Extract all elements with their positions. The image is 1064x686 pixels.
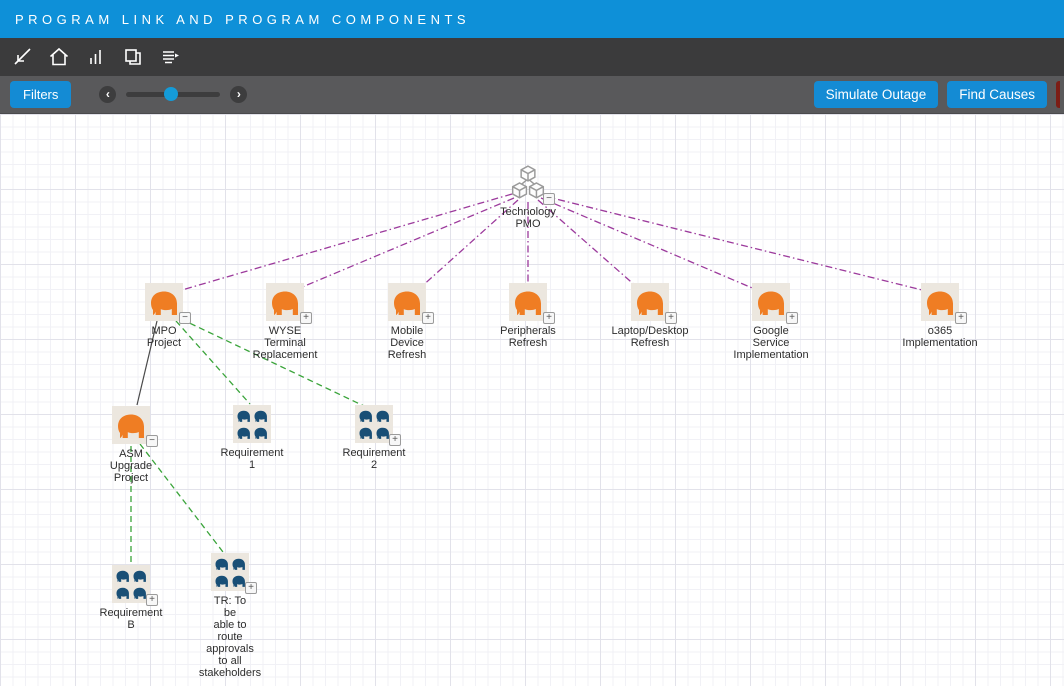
requirements-group-icon — [237, 410, 267, 439]
find-causes-button[interactable]: Find Causes — [947, 81, 1047, 108]
filters-button[interactable]: Filters — [10, 81, 72, 108]
node-icon[interactable] — [752, 283, 790, 321]
project-elephant-icon — [637, 291, 663, 315]
node-icon[interactable] — [921, 283, 959, 321]
zoom-slider[interactable] — [126, 87, 221, 101]
controls-bar: Filters ‹ › Simulate Outage Find Causes — [0, 76, 1064, 114]
node-icon[interactable] — [112, 406, 150, 444]
node-icon[interactable] — [631, 283, 669, 321]
zoom-in-button[interactable]: › — [230, 86, 248, 103]
node-icon[interactable] — [233, 405, 271, 443]
simulate-outage-button[interactable]: Simulate Outage — [813, 81, 939, 108]
requirements-group-icon — [359, 410, 389, 439]
expand-node-button[interactable]: + — [955, 312, 967, 324]
export-list-button[interactable] — [156, 43, 184, 71]
collapse-node-button[interactable]: − — [146, 435, 158, 447]
node-icon[interactable] — [145, 283, 183, 321]
expand-node-button[interactable]: + — [389, 434, 401, 446]
project-elephant-icon — [272, 291, 298, 315]
bar-chart-icon — [90, 50, 101, 64]
page-header: PROGRAM LINK AND PROGRAM COMPONENTS — [0, 0, 1064, 38]
fit-to-view-icon — [14, 48, 31, 65]
collapse-node-button[interactable]: − — [543, 193, 555, 205]
collapse-node-button[interactable]: − — [179, 312, 191, 324]
node-icon[interactable] — [112, 565, 150, 603]
node-icon[interactable] — [509, 283, 547, 321]
export-list-icon — [163, 51, 179, 64]
expand-node-button[interactable]: + — [146, 594, 158, 606]
requirements-group-icon — [116, 570, 146, 599]
expand-node-button[interactable]: + — [786, 312, 798, 324]
node-icon[interactable] — [266, 283, 304, 321]
project-elephant-icon — [151, 291, 177, 315]
requirements-group-icon — [215, 558, 245, 587]
expand-node-button[interactable]: + — [665, 312, 677, 324]
project-elephant-icon — [758, 291, 784, 315]
expand-node-button[interactable]: + — [543, 312, 555, 324]
node-icon[interactable] — [509, 164, 547, 202]
controls-right-group: Simulate Outage Find Causes — [813, 81, 1064, 108]
home-button[interactable] — [45, 43, 73, 71]
fit-to-view-button[interactable] — [8, 43, 36, 71]
zoom-out-button[interactable]: ‹ — [99, 86, 117, 103]
page-title: PROGRAM LINK AND PROGRAM COMPONENTS — [15, 11, 471, 27]
project-elephant-icon — [927, 291, 953, 315]
icon-toolbar — [0, 38, 1064, 76]
node-icon[interactable] — [211, 553, 249, 591]
copy-icon — [125, 49, 141, 65]
expand-node-button[interactable]: + — [422, 312, 434, 324]
project-elephant-icon — [394, 291, 420, 315]
program-cubes-icon — [511, 165, 545, 199]
chart-button[interactable] — [82, 43, 110, 71]
node-icon[interactable] — [355, 405, 393, 443]
copy-button[interactable] — [119, 43, 147, 71]
expand-node-button[interactable]: + — [245, 582, 257, 594]
project-elephant-icon — [515, 291, 541, 315]
edge-program — [181, 193, 513, 291]
clipped-button-edge[interactable] — [1056, 81, 1060, 108]
expand-node-button[interactable]: + — [300, 312, 312, 324]
edge-program — [543, 195, 923, 291]
zoom-slider-knob[interactable] — [164, 87, 179, 101]
node-icon[interactable] — [388, 283, 426, 321]
project-elephant-icon — [118, 414, 144, 438]
home-icon — [49, 47, 69, 66]
